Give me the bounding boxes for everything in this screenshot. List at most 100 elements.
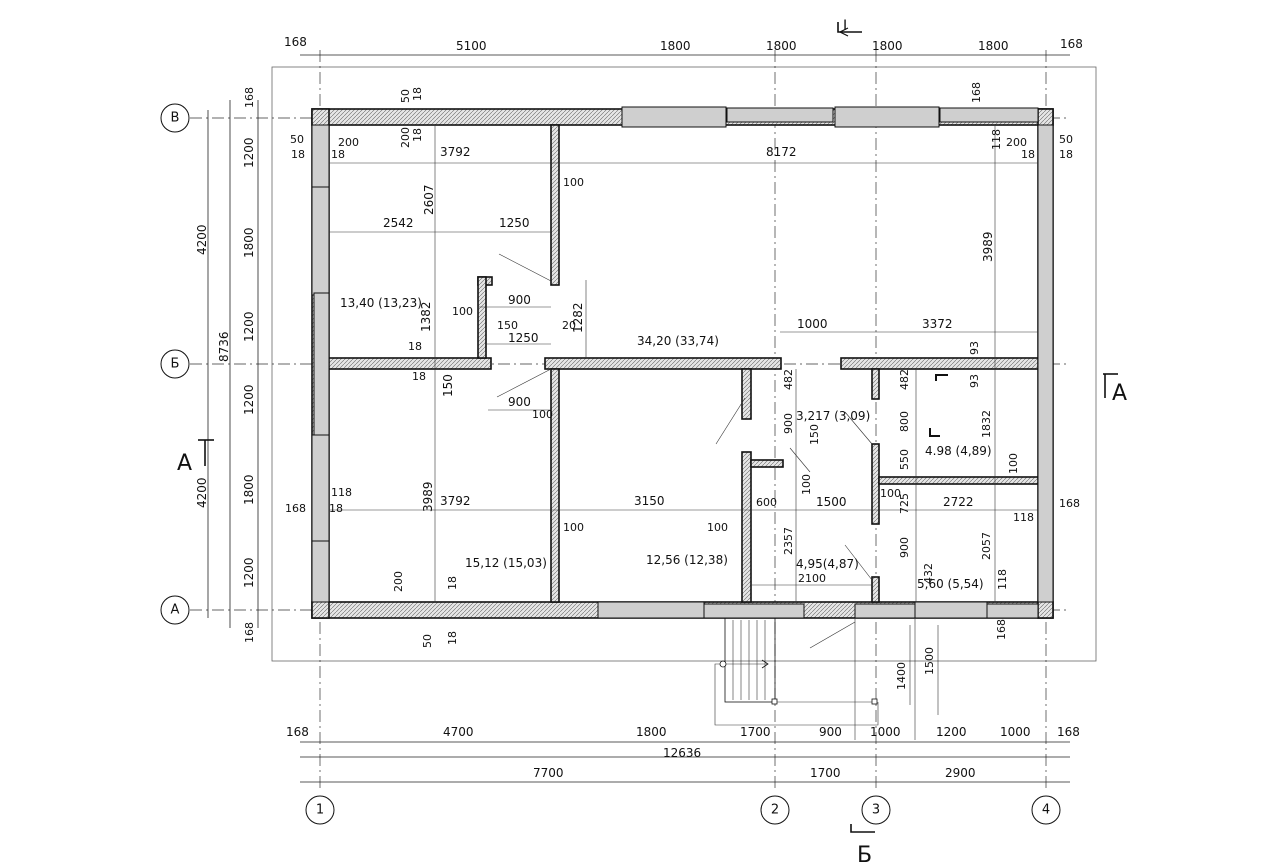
dim-top-1800d: 1800 xyxy=(978,39,1009,53)
dim-432: 432 xyxy=(922,563,935,584)
dim-2607: 2607 xyxy=(422,184,436,215)
dim-1500: 1500 xyxy=(816,495,847,509)
dim-bot-900: 900 xyxy=(819,725,842,739)
left-dimension-labels: 4200 8736 4200 168 1200 1800 1200 1200 1… xyxy=(195,87,256,643)
dim-left-1800a: 1800 xyxy=(242,227,256,258)
dim-left-1200c: 1200 xyxy=(242,384,256,415)
section-labels: I Б А А xyxy=(177,18,1127,865)
dim-900b: 900 xyxy=(508,395,531,409)
section-top-label: I xyxy=(843,18,847,34)
dim-bot-1000a: 1000 xyxy=(870,725,901,739)
dim-18k: 18 xyxy=(329,502,343,515)
dim-93b: 93 xyxy=(968,374,981,388)
axis-label-b: Б xyxy=(171,357,180,372)
dim-18b: 18 xyxy=(291,148,305,161)
dim-left-168a: 168 xyxy=(243,87,256,108)
room-area-1: 13,40 (13,23) xyxy=(340,296,422,310)
dim-bot-1000b: 1000 xyxy=(1000,725,1031,739)
dim-168a: 168 xyxy=(285,502,306,515)
dim-top-1800c: 1800 xyxy=(872,39,903,53)
axis-label-4: 4 xyxy=(1042,803,1050,818)
dim-axis-2900: 2900 xyxy=(945,766,976,780)
dim-1400: 1400 xyxy=(895,662,908,690)
dim-600: 600 xyxy=(756,496,777,509)
dim-3150: 3150 xyxy=(634,494,665,508)
exterior-dimension-lines xyxy=(207,54,1070,783)
section-bottom-label: Б xyxy=(857,843,872,865)
dim-2100: 2100 xyxy=(798,572,826,585)
dim-100g: 100 xyxy=(880,487,901,500)
dim-18g: 18 xyxy=(408,340,422,353)
dim-2057: 2057 xyxy=(980,532,993,560)
dim-200c: 200 xyxy=(1006,136,1027,149)
room-area-2: 34,20 (33,74) xyxy=(637,334,719,348)
dim-3989l: 3989 xyxy=(421,481,435,512)
porch-steps xyxy=(714,617,939,740)
dim-118c: 118 xyxy=(996,569,1009,590)
dim-900a: 900 xyxy=(508,293,531,307)
dim-482b: 482 xyxy=(898,369,911,390)
room-area-4: 12,56 (12,38) xyxy=(646,553,728,567)
dim-168b: 168 xyxy=(1059,497,1080,510)
dim-2357: 2357 xyxy=(782,527,795,555)
dim-left-1200a: 1200 xyxy=(242,137,256,168)
dim-168c: 168 xyxy=(995,619,1008,640)
room-labels: 13,40 (13,23) 34,20 (33,74) 15,12 (15,03… xyxy=(340,296,992,591)
dim-3792-top: 3792 xyxy=(440,145,471,159)
axis-label-1: 1 xyxy=(316,803,324,818)
dim-left-4200a: 4200 xyxy=(195,224,209,255)
dim-50d: 50 xyxy=(421,634,434,648)
dim-top-1800b: 1800 xyxy=(766,39,797,53)
dim-725: 725 xyxy=(898,493,911,514)
dim-bot-1700: 1700 xyxy=(740,725,771,739)
dim-118b: 118 xyxy=(1013,511,1034,524)
dim-3989r: 3989 xyxy=(981,231,995,262)
interior-dimension-lines xyxy=(329,125,1038,602)
dim-1250a: 1250 xyxy=(499,216,530,230)
dim-18a: 18 xyxy=(331,148,345,161)
door-swings xyxy=(496,253,873,649)
dim-200b: 200 xyxy=(399,127,412,148)
dim-3372: 3372 xyxy=(922,317,953,331)
dim-2722: 2722 xyxy=(943,495,974,509)
dim-bot-1800: 1800 xyxy=(636,725,667,739)
dim-18e: 18 xyxy=(1021,148,1035,161)
dim-150a: 150 xyxy=(497,319,518,332)
dim-1282: 1282 xyxy=(571,302,585,333)
dim-18i: 18 xyxy=(446,631,459,645)
section-right-label: А xyxy=(1112,381,1127,406)
windows xyxy=(311,106,1054,619)
dim-100e: 100 xyxy=(1007,453,1020,474)
dim-left-168b: 168 xyxy=(243,622,256,643)
dim-1832: 1832 xyxy=(980,410,993,438)
dim-50b: 50 xyxy=(399,89,412,103)
room-area-5: 3,217 (3,09) xyxy=(796,409,870,423)
dim-1382: 1382 xyxy=(419,301,433,332)
axis-label-2: 2 xyxy=(771,803,779,818)
dim-18j: 18 xyxy=(446,576,459,590)
dim-800: 800 xyxy=(898,411,911,432)
dim-bot-4700: 4700 xyxy=(443,725,474,739)
dim-2542: 2542 xyxy=(383,216,414,230)
dim-top-168b: 168 xyxy=(1060,37,1083,51)
section-markers xyxy=(198,22,1118,833)
dim-bot-total: 12636 xyxy=(663,746,701,760)
dim-50a: 50 xyxy=(290,133,304,146)
dim-100b: 100 xyxy=(532,408,553,421)
dim-900c: 900 xyxy=(782,413,795,434)
dim-200a: 200 xyxy=(338,136,359,149)
dim-3792-bot: 3792 xyxy=(440,494,471,508)
axis-label-3: 3 xyxy=(872,803,880,818)
dim-top-5100: 5100 xyxy=(456,39,487,53)
section-left-label: А xyxy=(177,451,192,476)
top-dimension-labels: 168 5100 1800 1800 1800 1800 168 xyxy=(284,35,1083,53)
dim-left-1200d: 1200 xyxy=(242,557,256,588)
dim-18h: 18 xyxy=(412,370,426,383)
dim-550: 550 xyxy=(898,449,911,470)
dim-top-168a: 168 xyxy=(284,35,307,49)
axis-markers xyxy=(160,103,1061,825)
dim-93a: 93 xyxy=(968,341,981,355)
dim-20: 20 xyxy=(562,319,576,332)
dim-150b: 150 xyxy=(441,374,455,397)
dim-1500b: 1500 xyxy=(923,647,936,675)
